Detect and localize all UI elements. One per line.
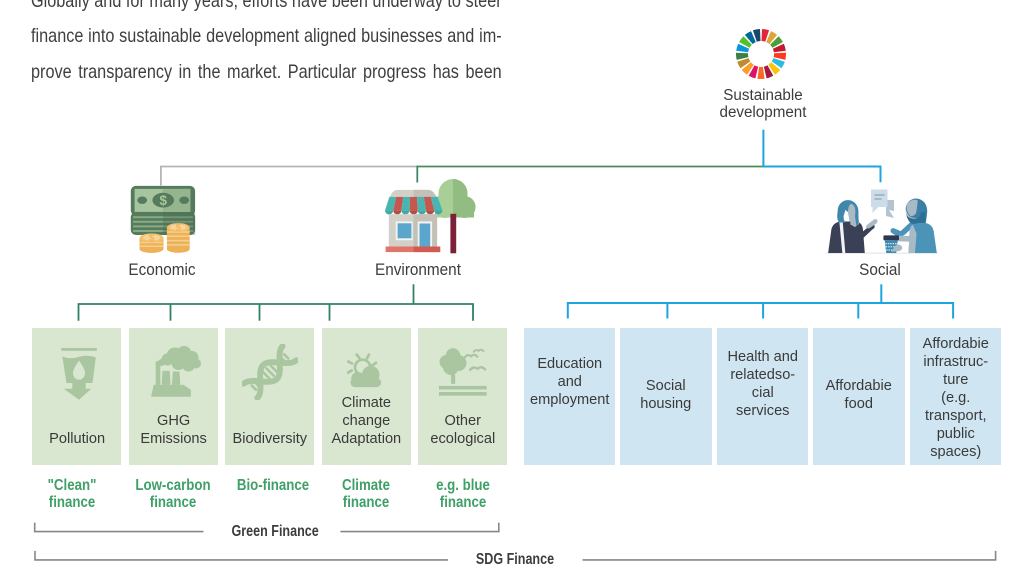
svg-text:$: $ bbox=[149, 233, 155, 244]
svg-text:$: $ bbox=[159, 193, 167, 208]
svg-text:$: $ bbox=[176, 223, 182, 234]
